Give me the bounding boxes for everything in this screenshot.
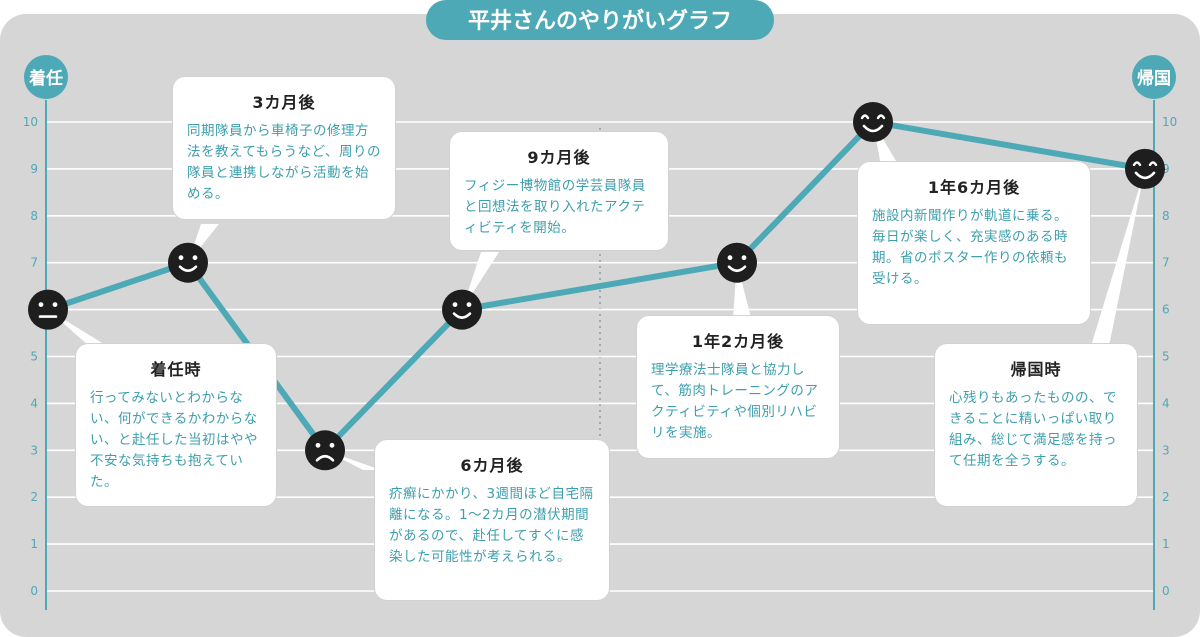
face-icon-smile [168, 242, 208, 283]
y-tick-label-left: 10 [23, 115, 38, 129]
y-tick-label-right: 3 [1162, 443, 1170, 457]
y-tick-label-right: 8 [1162, 209, 1170, 223]
callout-6-months: 6カ月後 疥癬にかかり、3週間ほど自宅隔離になる。1〜2カ月の潜伏期間があるので… [375, 440, 609, 600]
title-badge: 平井さんのやりがいグラフ [426, 0, 774, 40]
left-axis-badge: 着任 [24, 55, 68, 99]
face-icon-big-smile [853, 102, 893, 142]
callout-text: 同期隊員から車椅子の修理方法を教えてもらうなど、周りの隊員と連携しながら活動を始… [187, 123, 381, 202]
callout-3-months: 3カ月後 同期隊員から車椅子の修理方法を教えてもらうなど、周りの隊員と連携しなが… [173, 77, 395, 219]
callout-1-year-6-months: 1年6カ月後 施設内新聞作りが軌道に乗る。毎日が楽しく、充実感のある時期。省のポ… [858, 162, 1090, 324]
y-tick-label-left: 8 [30, 209, 38, 223]
right-axis-label: 帰国 [1137, 69, 1171, 89]
y-tick-label-right: 0 [1162, 584, 1170, 598]
callout-title: 1年6カ月後 [927, 178, 1021, 197]
callout-pointer [1091, 168, 1145, 346]
face-markers [28, 102, 1165, 471]
callout-title: 着任時 [150, 360, 202, 379]
face-icon-smile [442, 289, 482, 330]
callout-text: 疥癬にかかり、3週間ほど自宅隔離になる。1〜2カ月の潜伏期間があるので、赴任して… [389, 486, 594, 565]
callout-title: 9カ月後 [527, 148, 591, 167]
face-icon-smile [717, 242, 757, 283]
y-tick-label-right: 4 [1162, 396, 1170, 410]
chart-title: 平井さんのやりがいグラフ [468, 8, 732, 34]
callout-title: 帰国時 [1010, 360, 1062, 379]
callout-return: 帰国時 心残りもあったものの、できることに精いっぱい取り組み、総じて満足感を持っ… [935, 344, 1137, 506]
callout-arrival: 着任時 行ってみないとわからない、何ができるかわからない、と赴任した当初はやや不… [76, 344, 276, 506]
callout-title: 1年2カ月後 [691, 332, 785, 351]
y-tick-label-left: 3 [30, 443, 38, 457]
y-tick-label-right: 1 [1162, 537, 1170, 551]
y-tick-label-right: 6 [1162, 303, 1170, 317]
callout-text: 行ってみないとわからない、何ができるかわからない、と赴任した当初はやや不安な気持… [90, 390, 258, 490]
callout-1-year-2-months: 1年2カ月後 理学療法士隊員と協力して、筋肉トレーニングのアクティビティや個別リ… [637, 316, 839, 458]
y-tick-label-right: 9 [1162, 162, 1170, 176]
callout-text: 心残りもあったものの、できることに精いっぱい取り組み、総じて満足感を持って任期を… [949, 390, 1117, 469]
callout-text: 理学療法士隊員と協力して、筋肉トレーニングのアクティビティや個別リハビリを実施。 [651, 362, 819, 441]
face-icon-big-smile [1125, 148, 1165, 189]
y-tick-label-right: 7 [1162, 256, 1170, 270]
y-tick-label-right: 2 [1162, 490, 1170, 504]
right-axis-badge: 帰国 [1132, 55, 1176, 99]
y-tick-label-left: 5 [30, 350, 38, 364]
y-tick-label-left: 4 [30, 396, 38, 410]
y-tick-label-left: 1 [30, 537, 38, 551]
y-tick-label-right: 5 [1162, 350, 1170, 364]
callout-text: フィジー博物館の学芸員隊員と回想法を取り入れたアクティビティを開始。 [464, 178, 646, 236]
callout-9-months: 9カ月後 フィジー博物館の学芸員隊員と回想法を取り入れたアクティビティを開始。 [450, 132, 668, 250]
callout-title: 6カ月後 [460, 456, 524, 475]
face-icon-sad [305, 430, 345, 471]
callout-title: 3カ月後 [252, 93, 316, 112]
y-tick-label-left: 2 [30, 490, 38, 504]
y-tick-label-right: 10 [1162, 115, 1177, 129]
y-tick-label-left: 9 [30, 162, 38, 176]
callout-pointer [325, 450, 381, 470]
y-tick-label-left: 0 [30, 584, 38, 598]
left-axis-label: 着任 [28, 68, 63, 89]
callout-pointer [462, 252, 499, 310]
face-icon-neutral [28, 289, 68, 330]
callout-text: 施設内新聞作りが軌道に乗る。毎日が楽しく、充実感のある時期。省のポスター作りの依… [872, 208, 1068, 287]
y-tick-label-left: 7 [30, 256, 38, 270]
